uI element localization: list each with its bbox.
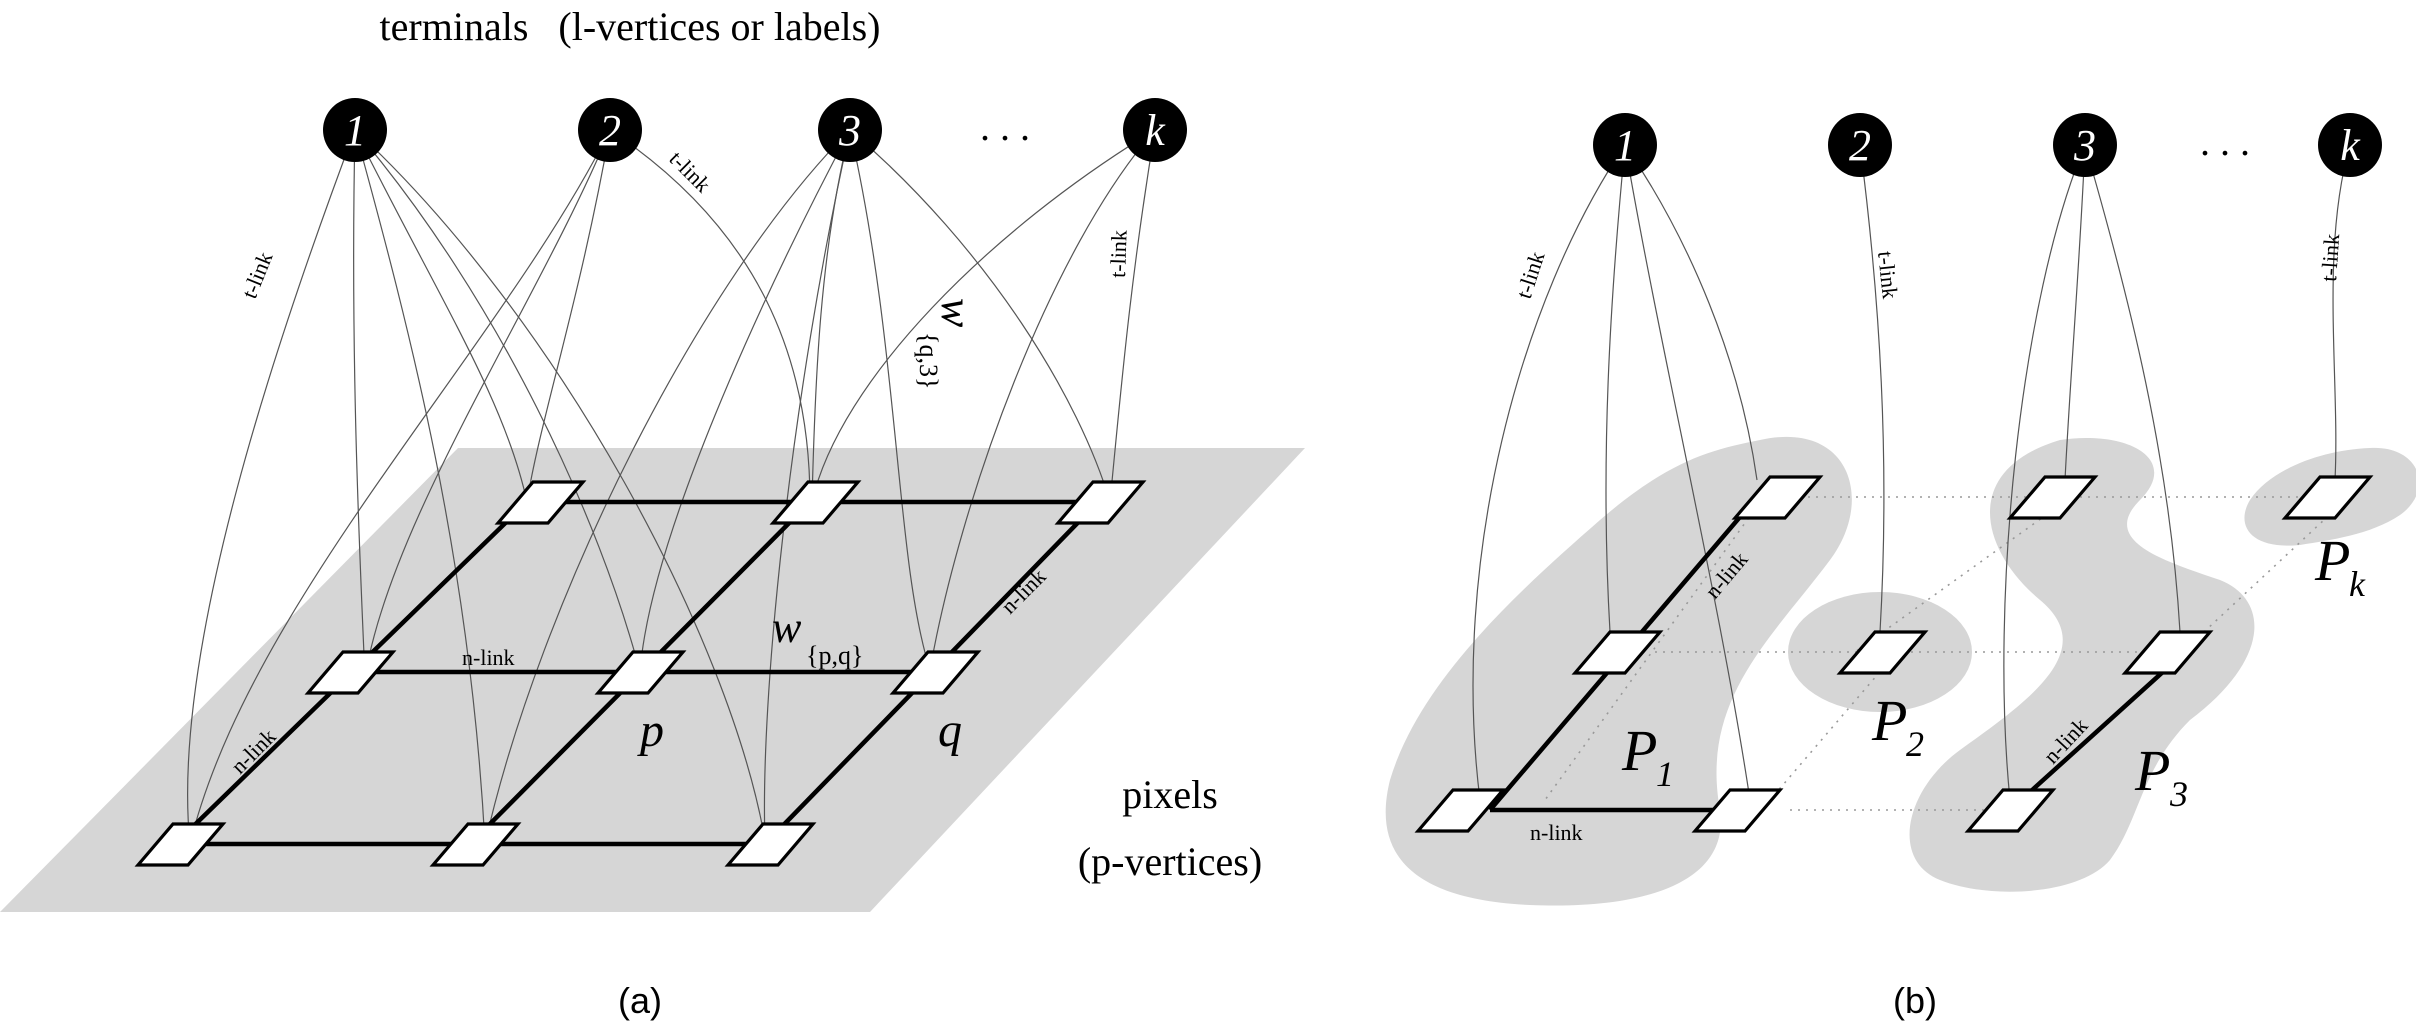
pixel-a-4: [304, 650, 397, 695]
terminal-b-2: 2: [1828, 113, 1892, 177]
pixel-a-2: [769, 480, 862, 525]
weight-pq-label: w {p,q}: [772, 603, 863, 670]
caption-b: (b): [1893, 980, 1937, 1021]
svg-text:2: 2: [1849, 121, 1871, 170]
region-p1-label: P 1: [1621, 718, 1674, 794]
svg-text:3: 3: [2073, 121, 2096, 170]
svg-text:2: 2: [599, 106, 621, 155]
svg-text:1: 1: [1656, 754, 1674, 794]
pixels-label: pixels: [1122, 772, 1218, 817]
svg-text:k: k: [2349, 564, 2366, 604]
pixels-a: [134, 480, 1147, 867]
svg-text:1: 1: [1614, 121, 1636, 170]
p-vertices-label: (p-vertices): [1078, 839, 1262, 884]
svg-text:P: P: [2314, 528, 2350, 593]
terminal-a-1: 1: [323, 98, 387, 162]
svg-text:P: P: [2134, 738, 2170, 803]
pixel-a-8: [429, 822, 522, 867]
t-link-label-b-3: t-link: [2316, 233, 2344, 282]
pixel-a-1: [494, 480, 587, 525]
t-link-label-a-1: t-link: [236, 248, 277, 302]
t-link-label-b-2: t-link: [1873, 250, 1903, 300]
n-link-label-b-2: n-link: [1530, 820, 1583, 845]
pixel-a-3: [1054, 480, 1147, 525]
t-links-a: [187, 129, 1156, 845]
t-link-label-a-3: t-link: [1105, 230, 1132, 279]
svg-text:1: 1: [344, 106, 366, 155]
svg-text:P: P: [1871, 688, 1907, 753]
terminals-a: 1 2 3 k . . .: [323, 98, 1187, 162]
svg-text:w: w: [772, 603, 802, 652]
pixel-b-9: [1964, 788, 2057, 833]
pixel-b-8: [1691, 788, 1784, 833]
terminal-b-k: k: [2318, 113, 2382, 177]
svg-text:2: 2: [1906, 724, 1924, 764]
panel-b: 1 2 3 k . . . t-link t-link t-link n-lin…: [1385, 113, 2416, 1021]
terminals-header: terminals (l-vertices or labels): [380, 4, 881, 49]
terminal-b-1: 1: [1593, 113, 1657, 177]
region-pk-label: P k: [2314, 528, 2366, 604]
pixel-a-7: [134, 822, 227, 867]
pixel-b-6: [2121, 630, 2214, 675]
svg-text:3: 3: [838, 106, 861, 155]
weight-q3-label: w {q,3}: [914, 298, 981, 389]
pixel-b-5: [1836, 630, 1929, 675]
pixels-b: [1414, 475, 2374, 833]
ellipsis-b: . . .: [2200, 119, 2250, 164]
terminals-b: 1 2 3 k . . .: [1593, 113, 2382, 177]
t-link-label-a-2: t-link: [664, 146, 715, 197]
ellipsis-a: . . .: [980, 104, 1030, 149]
svg-text:{p,q}: {p,q}: [806, 641, 863, 670]
dotted-links-b: [1544, 496, 2341, 811]
pixel-b-2: [2006, 475, 2099, 520]
t-link-label-b-1: t-link: [1511, 248, 1550, 301]
t-links-b: [1472, 144, 2351, 801]
terminal-b-3: 3: [2053, 113, 2117, 177]
pixel-a-9: [724, 822, 817, 867]
pixel-b-1: [1731, 475, 1824, 520]
n-link-label-a-2: n-link: [462, 645, 515, 670]
svg-text:k: k: [1145, 106, 1166, 155]
svg-text:{q,3}: {q,3}: [914, 332, 943, 389]
pixel-b-3: [2281, 475, 2374, 520]
terminal-a-2: 2: [578, 98, 642, 162]
pixel-a-p: [594, 650, 687, 695]
svg-text:3: 3: [2169, 774, 2188, 814]
region-p3-label: P 3: [2134, 738, 2188, 814]
pixel-p-label: p: [637, 704, 664, 757]
terminal-a-3: 3: [818, 98, 882, 162]
svg-text:P: P: [1621, 718, 1657, 783]
pixel-a-q: [889, 650, 982, 695]
panel-a: terminals (l-vertices or labels): [0, 4, 1305, 1021]
region-p3: [1909, 438, 2255, 892]
svg-text:k: k: [2340, 121, 2361, 170]
svg-text:w: w: [932, 298, 981, 328]
pixel-b-7: [1414, 788, 1507, 833]
caption-a: (a): [618, 980, 662, 1021]
terminal-a-k: k: [1123, 98, 1187, 162]
pixel-b-4: [1571, 630, 1664, 675]
pixel-q-label: q: [938, 704, 962, 757]
region-p2-label: P 2: [1871, 688, 1924, 764]
